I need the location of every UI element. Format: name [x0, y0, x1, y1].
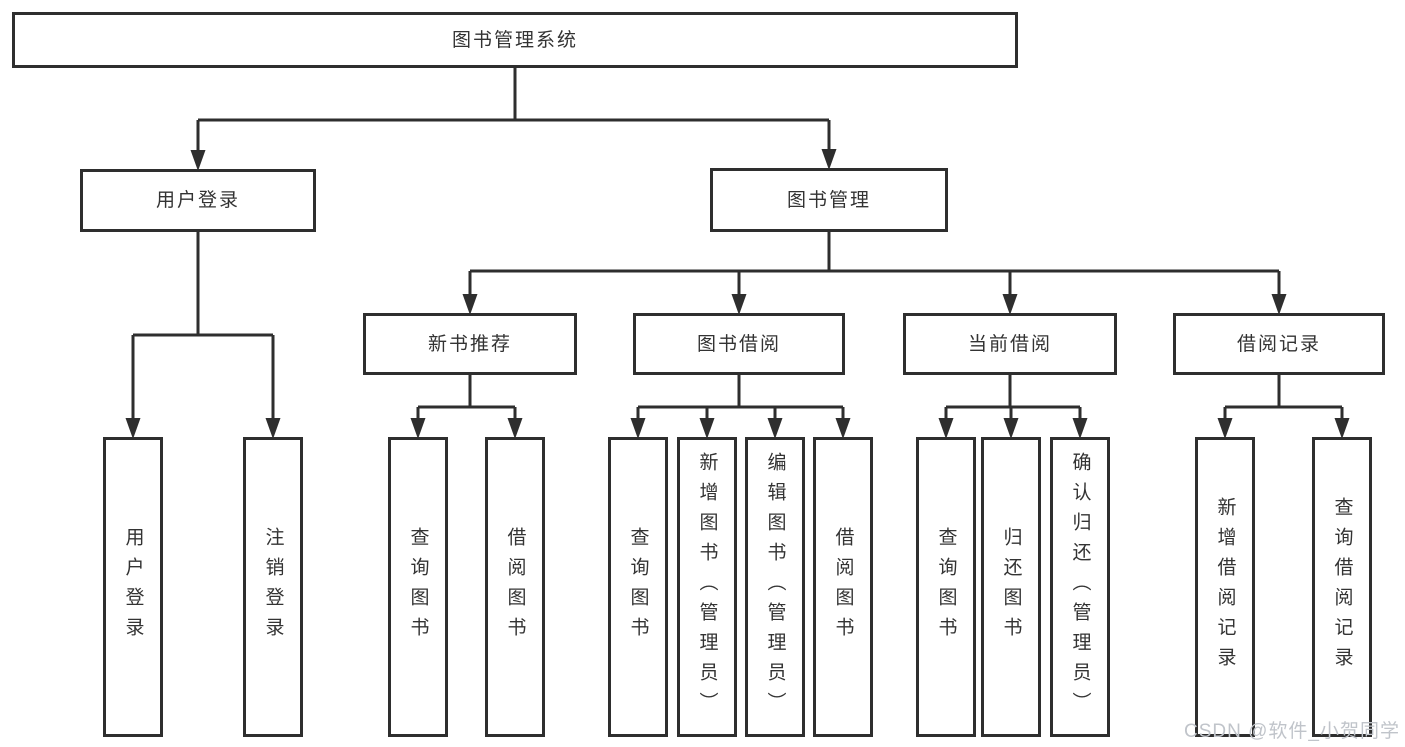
arrowhead — [190, 150, 206, 171]
node-query-books-borrowing: 查询图书 — [608, 437, 668, 737]
node-new-book-recommendation: 新书推荐 — [363, 313, 577, 375]
arrowhead — [630, 418, 646, 439]
node-query-books-recommend: 查询图书 — [388, 437, 448, 737]
arrowhead — [731, 294, 747, 315]
node-query-books-current: 查询图书 — [916, 437, 976, 737]
node-book-borrowing: 图书借阅 — [633, 313, 845, 375]
node-logout: 注销登录 — [243, 437, 303, 737]
arrowhead — [462, 294, 478, 315]
node-book-management: 图书管理 — [710, 168, 948, 232]
arrowhead — [410, 418, 426, 439]
arrowhead — [699, 418, 715, 439]
csdn-watermark: CSDN @软件_小贺同学 — [1184, 721, 1400, 742]
node-borrowing-records: 借阅记录 — [1173, 313, 1385, 375]
node-borrow-books-recommend: 借阅图书 — [485, 437, 545, 737]
arrowhead — [1003, 418, 1019, 439]
connector-current-to-leaves — [944, 375, 1082, 421]
node-add-books-admin: 新增图书（管理员） — [677, 437, 737, 737]
arrowhead — [507, 418, 523, 439]
connector-bookmgmt-to-level3 — [468, 232, 1281, 297]
arrowhead — [1334, 418, 1350, 439]
node-user-login: 用户登录 — [80, 169, 316, 232]
arrowhead — [125, 418, 141, 439]
arrowhead — [265, 418, 281, 439]
arrowhead — [1271, 294, 1287, 315]
arrowhead — [938, 418, 954, 439]
node-current-borrowing: 当前借阅 — [903, 313, 1117, 375]
node-add-borrow-record: 新增借阅记录 — [1195, 437, 1255, 737]
node-edit-books-admin: 编辑图书（管理员） — [745, 437, 805, 737]
node-return-books: 归还图书 — [981, 437, 1041, 737]
arrowhead — [767, 418, 783, 439]
arrowhead — [1217, 418, 1233, 439]
connector-records-to-leaves — [1223, 375, 1344, 421]
node-borrow-books-borrowing: 借阅图书 — [813, 437, 873, 737]
arrowhead — [835, 418, 851, 439]
arrowhead — [1072, 418, 1088, 439]
node-library-system: 图书管理系统 — [12, 12, 1018, 68]
node-user-login-action: 用户登录 — [103, 437, 163, 737]
connector-userlogin-to-leaves — [131, 232, 275, 421]
connector-newbook-to-leaves — [416, 375, 517, 421]
connector-root-to-level2 — [196, 68, 831, 152]
arrowhead — [1002, 294, 1018, 315]
arrowhead — [821, 149, 837, 170]
node-query-borrow-record: 查询借阅记录 — [1312, 437, 1372, 737]
connector-borrowing-to-leaves — [636, 375, 845, 421]
node-confirm-return-admin: 确认归还（管理员） — [1050, 437, 1110, 737]
